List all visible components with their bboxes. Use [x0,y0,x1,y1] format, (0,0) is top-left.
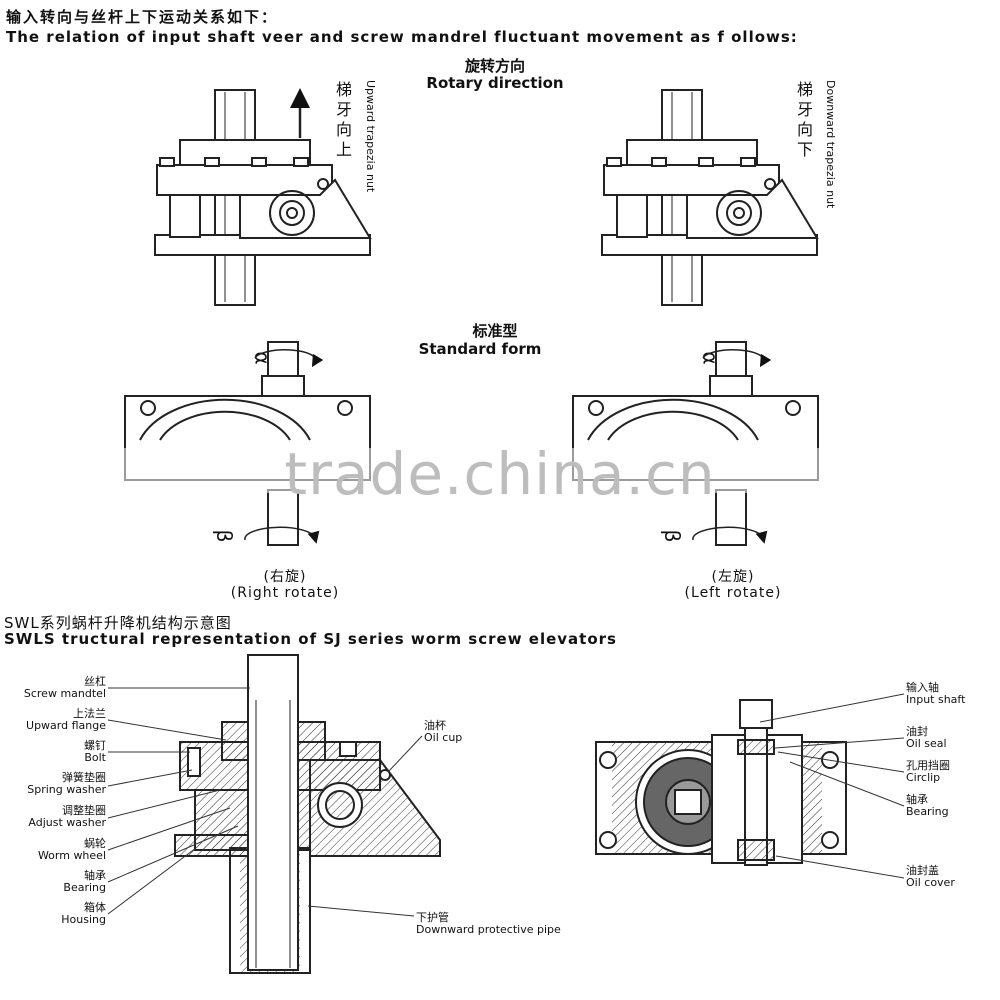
watermark-band [0,448,1000,493]
left-rotate-cn: (左旋) [711,569,755,585]
upward-nut-label-en: Upward trapezia nut [364,80,377,193]
downward-elevator-drawing [601,89,819,306]
rotate-arrow-icon [692,526,768,544]
rotate-arrow-icon [254,349,324,368]
right-rotate-cn: (右旋) [263,569,307,585]
rotary-label-en: Rotary direction [426,74,564,92]
upward-elevator-drawing [154,89,372,306]
rotate-arrow-icon [244,526,320,544]
downward-nut-label-en: Downward trapezia nut [824,80,837,209]
standard-label-cn: 标准型 [472,322,518,340]
rotate-arrow-icon [702,349,772,368]
left-rotate-en: (Left rotate) [684,585,782,601]
standard-label-en: Standard form [418,340,542,358]
header-title-cn: 输入转向与丝杆上下运动关系如下： [6,8,279,26]
watermark: trade.china.cn [284,440,716,508]
elevator-section-drawing [174,654,441,974]
right-rotate-en: (Right rotate) [230,585,340,601]
downward-nut-label-cn: 梯牙向下 [796,80,813,159]
header-title-en: The relation of input shaft veer and scr… [6,28,798,46]
rotary-label-cn: 旋转方向 [464,57,525,75]
worm-section-drawing [595,699,847,866]
upward-nut-label-cn: 梯牙向上 [335,80,352,159]
structure-title-en: SWLS tructural representation of SJ seri… [4,630,617,648]
structure-title-cn: SWL系列蜗杆升降机结构示意图 [4,614,232,632]
